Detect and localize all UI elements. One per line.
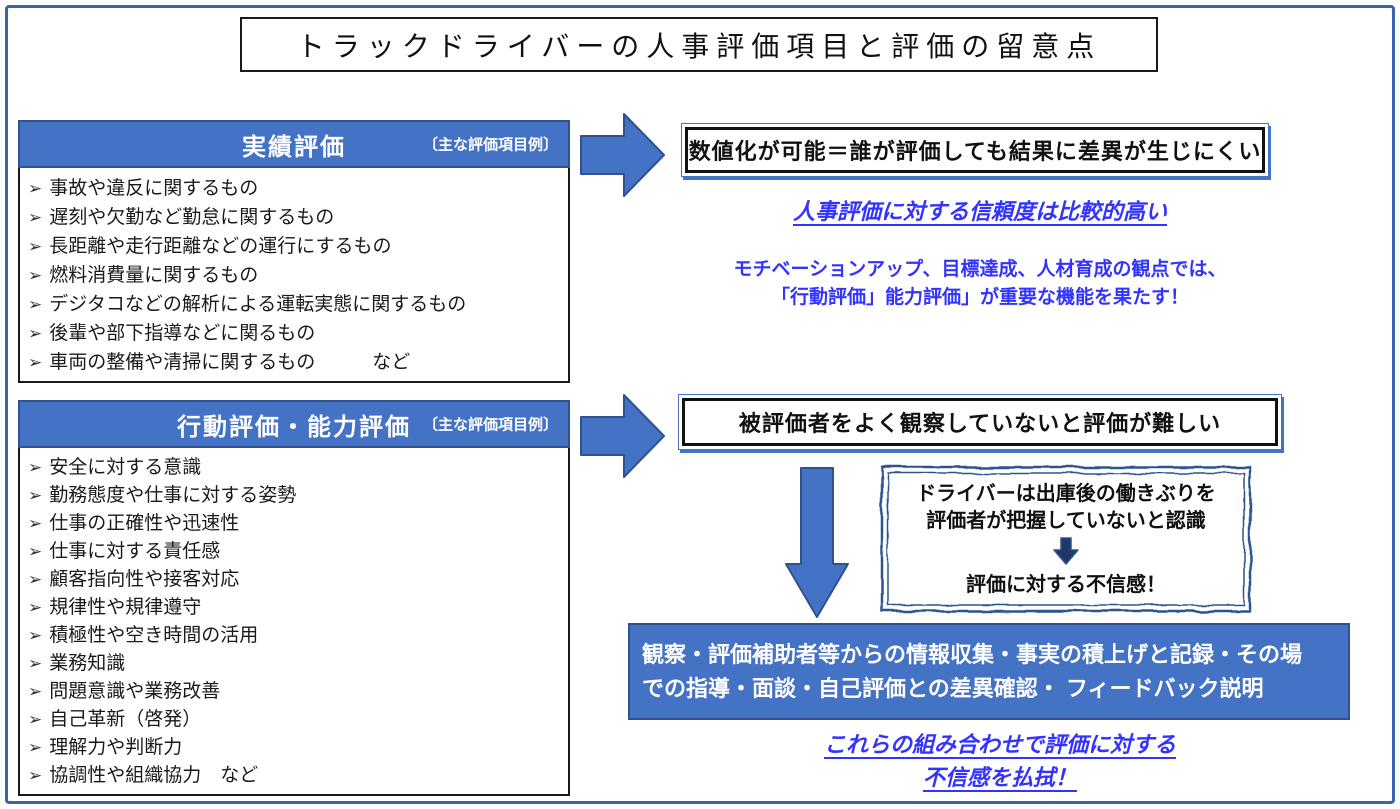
- arrowhead-bullet-icon: ➢: [28, 324, 43, 343]
- arrowhead-bullet-icon: ➢: [28, 179, 43, 198]
- page-title: トラックドライバーの人事評価項目と評価の留意点: [240, 17, 1158, 72]
- list-item: ➢業務知識: [28, 650, 560, 678]
- dispel-distrust-text: これらの組み合わせで評価に対する 不信感を払拭！: [690, 728, 1310, 794]
- arrowhead-bullet-icon: ➢: [28, 710, 43, 729]
- arrowhead-bullet-icon: ➢: [28, 208, 43, 227]
- arrowhead-bullet-icon: ➢: [28, 486, 43, 505]
- list-item: ➢協調性や組織協力 など: [28, 762, 560, 790]
- list-item: ➢安全に対する意識: [28, 454, 560, 482]
- driver-recognition-content: ドライバーは出庫後の働きぶりを 評価者が把握していないと認識 評価に対する不信感…: [886, 471, 1246, 607]
- motivation-note-text: モチベーションアップ、目標達成、人材育成の観点では、 「行動評価」能力評価」が重…: [650, 256, 1310, 312]
- arrowhead-bullet-icon: ➢: [28, 766, 43, 785]
- arrowhead-bullet-icon: ➢: [28, 266, 43, 285]
- arrowhead-bullet-icon: ➢: [28, 682, 43, 701]
- list-item: ➢仕事に対する責任感: [28, 538, 560, 566]
- observation-box: 被評価者をよく観察していないと評価が難しい: [678, 394, 1282, 450]
- behavior-header-label: 行動評価・能力評価: [177, 413, 411, 441]
- countermeasure-line-1: 観察・評価補助者等からの情報収集・事実の積上げと記録・その場: [642, 641, 1303, 667]
- distrust-result-text: 評価に対する不信感！: [966, 574, 1166, 596]
- motivation-line-2: 「行動評価」能力評価」が重要な機能を果たす！: [770, 287, 1189, 308]
- behavior-header-note: 〔主な評価項目例〕: [422, 416, 558, 434]
- arrowhead-bullet-icon: ➢: [28, 542, 43, 561]
- arrowhead-bullet-icon: ➢: [28, 626, 43, 645]
- numeric-evaluation-text: 数値化が可能＝誰が評価しても結果に差異が生じにくい: [685, 127, 1265, 173]
- performance-evaluation-section: 実績評価 〔主な評価項目例〕 ➢事故や違反に関するもの ➢遅刻や欠勤など勤怠に関…: [18, 120, 570, 383]
- list-item: ➢車両の整備や清掃に関するもの など: [28, 348, 560, 377]
- numeric-evaluation-box: 数値化が可能＝誰が評価しても結果に差異が生じにくい: [681, 123, 1269, 177]
- list-item: ➢事故や違反に関するもの: [28, 174, 560, 203]
- arrowhead-bullet-icon: ➢: [28, 654, 43, 673]
- list-item: ➢問題意識や業務改善: [28, 678, 560, 706]
- list-item: ➢仕事の正確性や迅速性: [28, 510, 560, 538]
- dispel-line-1: これらの組み合わせで評価に対する: [823, 732, 1176, 757]
- arrowhead-bullet-icon: ➢: [28, 738, 43, 757]
- list-item: ➢自己革新（啓発）: [28, 706, 560, 734]
- list-item: ➢勤務態度や仕事に対する姿勢: [28, 482, 560, 510]
- behavior-header: 行動評価・能力評価 〔主な評価項目例〕: [18, 400, 570, 448]
- list-item: ➢規律性や規律遵守: [28, 594, 560, 622]
- list-item: ➢デジタコなどの解析による運転実態に関するもの: [28, 290, 560, 319]
- recognition-line-1: ドライバーは出庫後の働きぶりを: [916, 483, 1216, 505]
- performance-header-note: 〔主な評価項目例〕: [422, 136, 558, 154]
- behavior-item-list: ➢安全に対する意識 ➢勤務態度や仕事に対する姿勢 ➢仕事の正確性や迅速性 ➢仕事…: [18, 448, 570, 796]
- motivation-line-1: モチベーションアップ、目標達成、人材育成の観点では、: [733, 259, 1227, 280]
- arrowhead-bullet-icon: ➢: [28, 295, 43, 314]
- arrowhead-bullet-icon: ➢: [28, 598, 43, 617]
- arrowhead-bullet-icon: ➢: [28, 237, 43, 256]
- arrowhead-bullet-icon: ➢: [28, 514, 43, 533]
- list-item: ➢燃料消費量に関するもの: [28, 261, 560, 290]
- small-down-arrow-icon: [1053, 537, 1079, 565]
- countermeasure-box: 観察・評価補助者等からの情報収集・事実の積上げと記録・その場 での指導・面談・自…: [628, 623, 1350, 720]
- arrowhead-bullet-icon: ➢: [28, 570, 43, 589]
- right-arrow-icon: [580, 394, 665, 478]
- list-item: ➢理解力や判断力: [28, 734, 560, 762]
- trust-note-text: 人事評価に対する信頼度は比較的高い: [792, 199, 1167, 224]
- down-arrow-icon: [785, 467, 849, 618]
- list-item: ➢遅刻や欠勤など勤怠に関するもの: [28, 203, 560, 232]
- recognition-line-2: 評価者が把握していないと認識: [926, 510, 1206, 532]
- performance-header-label: 実績評価: [242, 133, 346, 161]
- right-arrow-icon: [580, 113, 665, 197]
- arrowhead-bullet-icon: ➢: [28, 353, 43, 372]
- observation-text: 被評価者をよく観察していないと評価が難しい: [682, 398, 1278, 446]
- list-item: ➢積極性や空き時間の活用: [28, 622, 560, 650]
- list-item: ➢長距離や走行距離などの運行にするもの: [28, 232, 560, 261]
- driver-recognition-box: ドライバーは出庫後の働きぶりを 評価者が把握していないと認識 評価に対する不信感…: [876, 461, 1256, 617]
- performance-item-list: ➢事故や違反に関するもの ➢遅刻や欠勤など勤怠に関するもの ➢長距離や走行距離な…: [18, 168, 570, 383]
- list-item: ➢顧客指向性や接客対応: [28, 566, 560, 594]
- list-item: ➢後輩や部下指導などに関るもの: [28, 319, 560, 348]
- dispel-line-2: 不信感を払拭！: [922, 765, 1077, 790]
- performance-header: 実績評価 〔主な評価項目例〕: [18, 120, 570, 168]
- countermeasure-line-2: での指導・面談・自己評価との差異確認・ フィードバック説明: [642, 675, 1264, 701]
- behavior-evaluation-section: 行動評価・能力評価 〔主な評価項目例〕 ➢安全に対する意識 ➢勤務態度や仕事に対…: [18, 400, 570, 796]
- arrowhead-bullet-icon: ➢: [28, 458, 43, 477]
